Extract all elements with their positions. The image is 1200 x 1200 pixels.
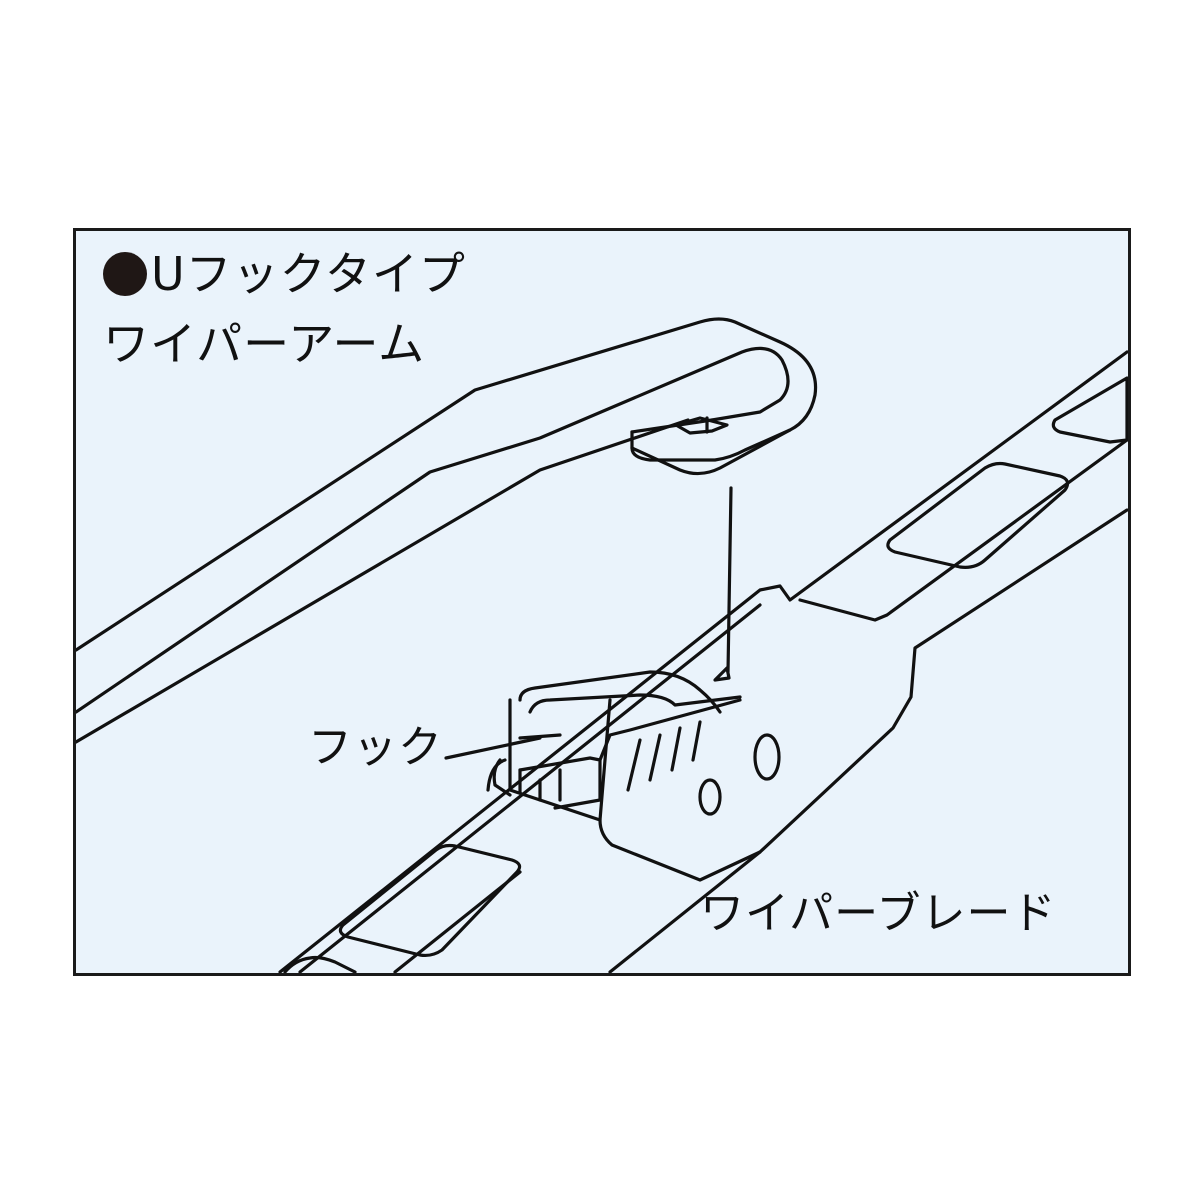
diagram-title: Uフックタイプ: [103, 246, 466, 302]
wiper-blade-label: ワイパーブレード: [700, 888, 1057, 939]
filled-circle-bullet-icon: [103, 252, 147, 296]
wiper-illustration: [76, 317, 1128, 973]
insertion-arrow-icon: [713, 486, 733, 682]
title-line1-text: Uフックタイプ: [151, 247, 466, 301]
wiper-blade: [278, 350, 1128, 973]
hook-leader-line: [444, 736, 542, 760]
wiper-arm: [76, 317, 818, 744]
diagram-frame: [73, 228, 1131, 976]
hook-label: フック: [308, 722, 443, 773]
hook-adapter: [444, 670, 742, 822]
wiper-arm-label: ワイパーアーム: [103, 317, 426, 371]
